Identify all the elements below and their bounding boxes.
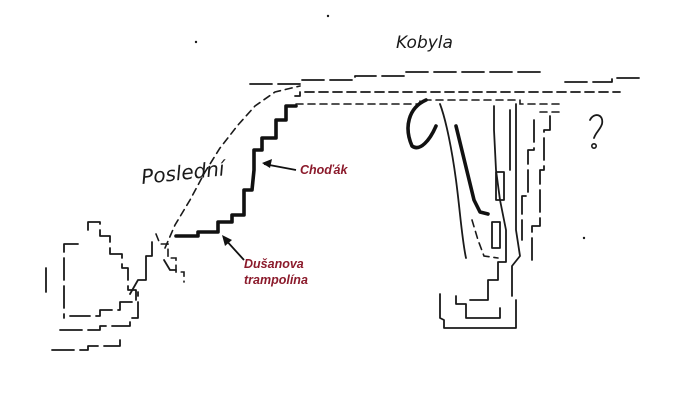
- label-kobyla: Kobyla: [396, 33, 453, 53]
- dashed-connection: [164, 85, 301, 249]
- annotation-arrows: [222, 159, 297, 261]
- kobyla-shaft: [406, 98, 551, 329]
- stray-marks: [194, 14, 586, 240]
- left-chamber-walls: [45, 221, 185, 351]
- chodak-arrowhead: [262, 159, 272, 168]
- dusanova-arrowhead: [222, 235, 232, 246]
- small-shaft: [589, 114, 604, 150]
- label-chodak: Choďák: [300, 163, 348, 177]
- climbing-route: [174, 104, 298, 238]
- label-posledni: Poslední: [140, 156, 228, 189]
- upper-passage-walls: [249, 71, 641, 117]
- label-dusanova-line1: Dušanova: [244, 257, 304, 271]
- label-dusanova-line2: trampolína: [244, 273, 308, 287]
